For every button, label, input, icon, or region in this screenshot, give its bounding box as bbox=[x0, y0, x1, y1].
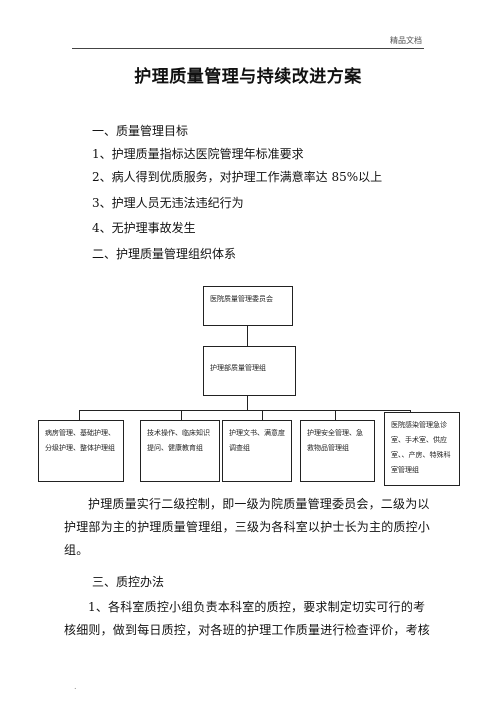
org-connector bbox=[247, 326, 248, 346]
org-connector bbox=[181, 410, 182, 420]
section-heading-org: 二、护理质量管理组织体系 bbox=[92, 247, 237, 261]
org-connector bbox=[262, 410, 263, 420]
org-connector bbox=[247, 396, 248, 410]
goal-item-2: 2、病人得到优质服务，对护理工作满意率达 85%以上 bbox=[92, 170, 383, 184]
header-label: 精品文档 bbox=[390, 36, 422, 45]
goal-item-1: 1、护理质量指标达医院管理年标准要求 bbox=[92, 147, 304, 161]
org-box-group-4: 护理安全管理、急救物品管理组 bbox=[300, 420, 375, 482]
org-box-group-2: 技术操作、临床知识提问、健康教育组 bbox=[140, 420, 220, 482]
footer-mark: . bbox=[74, 682, 77, 691]
org-connector bbox=[79, 410, 80, 420]
org-box-group-1: 病房管理、基础护理、分级护理、整体护理组 bbox=[38, 420, 124, 482]
section-heading-methods: 三、质控办法 bbox=[92, 575, 165, 589]
org-box-top: 医院质量管理委员会 bbox=[203, 286, 293, 326]
org-connector bbox=[79, 410, 411, 411]
header-rule bbox=[72, 48, 424, 49]
paragraph-control: 护理质量实行二级控制，即一级为院质量管理委员会，二级为以护理部为主的护理质量管理… bbox=[64, 497, 431, 557]
org-box-group-3: 护理文书、满意度调查组 bbox=[222, 420, 292, 482]
goal-item-3: 3、护理人员无违法违纪行为 bbox=[92, 196, 244, 210]
org-box-middle: 护理部质量管理组 bbox=[203, 346, 296, 396]
org-connector bbox=[335, 410, 336, 420]
org-box-group-5: 医院感染管理急诊室、手术室、供应室、、产房、特殊科室管理组 bbox=[384, 412, 460, 486]
document-title: 护理质量管理与持续改进方案 bbox=[134, 67, 362, 87]
paragraph-methods: 1、各科室质控小组负责本科室的质控，要求制定切实可行的考核细则，做到每日质控，对… bbox=[64, 600, 431, 637]
section-heading-goals: 一、质量管理目标 bbox=[92, 124, 189, 138]
goal-item-4: 4、无护理事故发生 bbox=[92, 221, 196, 235]
